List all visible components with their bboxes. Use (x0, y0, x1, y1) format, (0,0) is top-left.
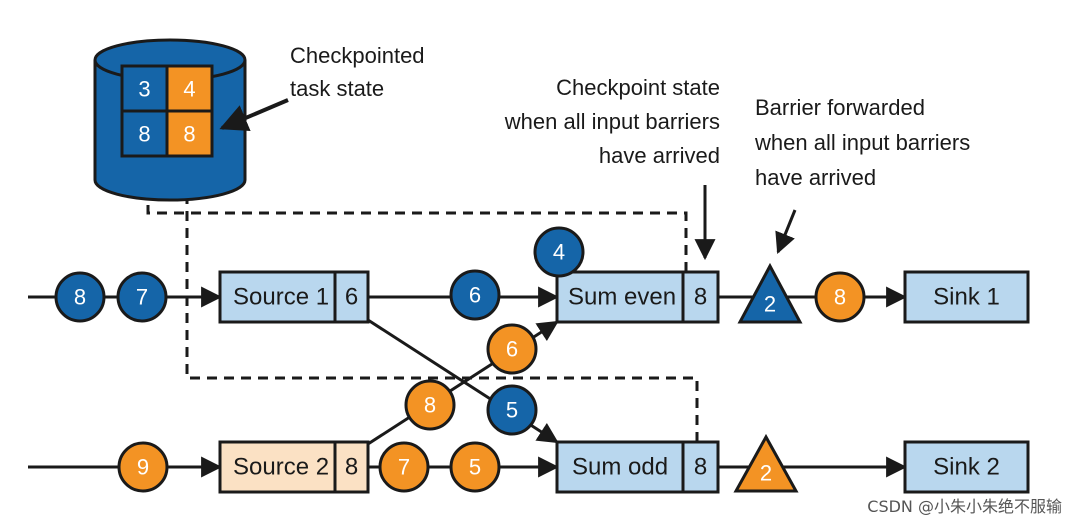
record-orange (378, 441, 430, 493)
record-value: 6 (469, 283, 481, 308)
state-cell-value: 4 (183, 77, 195, 102)
task-state-box (333, 440, 370, 494)
record-blue (486, 384, 538, 436)
task-name: Source 2 (233, 454, 329, 481)
task-name: Sum even (568, 284, 676, 311)
record-blue (116, 271, 168, 323)
task-state: 8 (694, 284, 707, 311)
record-orange (449, 441, 501, 493)
state-cell (165, 64, 214, 113)
record-value: 4 (553, 240, 565, 265)
record-value: 6 (506, 337, 518, 362)
record-value: 8 (74, 285, 86, 310)
state-cell-value: 8 (138, 122, 150, 147)
barrier-value: 2 (764, 292, 776, 317)
state-cell-value: 3 (138, 77, 150, 102)
task-name: Sink 2 (933, 454, 1000, 481)
task-sum-even: Sum even 8 (555, 270, 720, 324)
task-name: Sink 1 (933, 284, 1000, 311)
barrier-blue (737, 262, 803, 324)
state-store: 3 4 8 8 (93, 38, 247, 202)
barrier-orange (733, 433, 799, 493)
task-sink1: Sink 1 (903, 270, 1030, 324)
record-orange (117, 441, 169, 493)
callout-barrier-line1: Barrier forwarded (755, 95, 925, 120)
task-box (903, 270, 1030, 324)
task-box (903, 440, 1030, 494)
record-blue (449, 269, 501, 321)
state-store-label-line1: Checkpointed (290, 43, 425, 68)
task-sink2: Sink 2 (903, 440, 1030, 494)
record-value: 8 (424, 393, 436, 418)
record-blue (533, 226, 585, 278)
task-box (555, 270, 685, 324)
task-state-box (681, 440, 720, 494)
callout-barrier-arrow (775, 209, 797, 254)
task-state-box (681, 270, 720, 324)
record-orange (486, 323, 538, 375)
record-value: 8 (834, 285, 846, 310)
task-source1: Source 1 6 (218, 270, 370, 324)
record-orange (404, 379, 456, 431)
task-source2: Source 2 8 (218, 440, 370, 494)
state-cell-value: 8 (183, 122, 195, 147)
task-sum-odd: Sum odd 8 (555, 440, 720, 494)
record-value: 7 (136, 285, 148, 310)
callout-checkpoint-line1: Checkpoint state (556, 75, 720, 100)
record-value: 5 (469, 455, 481, 480)
watermark: CSDN @小朱小朱绝不服输 (867, 497, 1062, 516)
record-blue (54, 271, 106, 323)
task-state-box (333, 270, 370, 324)
task-state: 6 (345, 284, 358, 311)
state-store-label-line2: task state (290, 76, 384, 101)
callout-checkpoint-line3: have arrived (599, 143, 720, 168)
record-value: 7 (398, 455, 410, 480)
callout-checkpoint-line2: when all input barriers (504, 109, 720, 134)
callout-barrier-line3: have arrived (755, 165, 876, 190)
state-cell (120, 109, 169, 158)
barrier-value: 2 (760, 461, 772, 486)
records (54, 226, 866, 493)
task-name: Source 1 (233, 284, 329, 311)
task-name: Sum odd (572, 454, 668, 481)
record-value: 9 (137, 455, 149, 480)
state-cell (165, 109, 214, 158)
task-state: 8 (694, 454, 707, 481)
state-store-pointer-arrow (219, 98, 289, 132)
record-value: 5 (506, 398, 518, 423)
callout-barrier-line2: when all input barriers (754, 130, 970, 155)
record-orange (814, 271, 866, 323)
task-state: 8 (345, 454, 358, 481)
